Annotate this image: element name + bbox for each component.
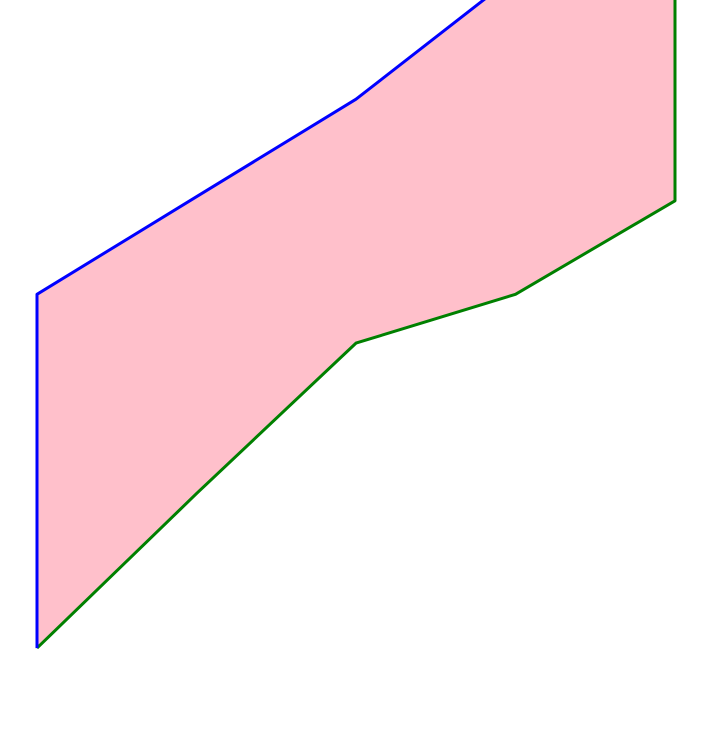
upper-series-line (35, 0, 486, 649)
fill-between-area (37, 0, 675, 649)
lower-series-line (35, 0, 677, 650)
